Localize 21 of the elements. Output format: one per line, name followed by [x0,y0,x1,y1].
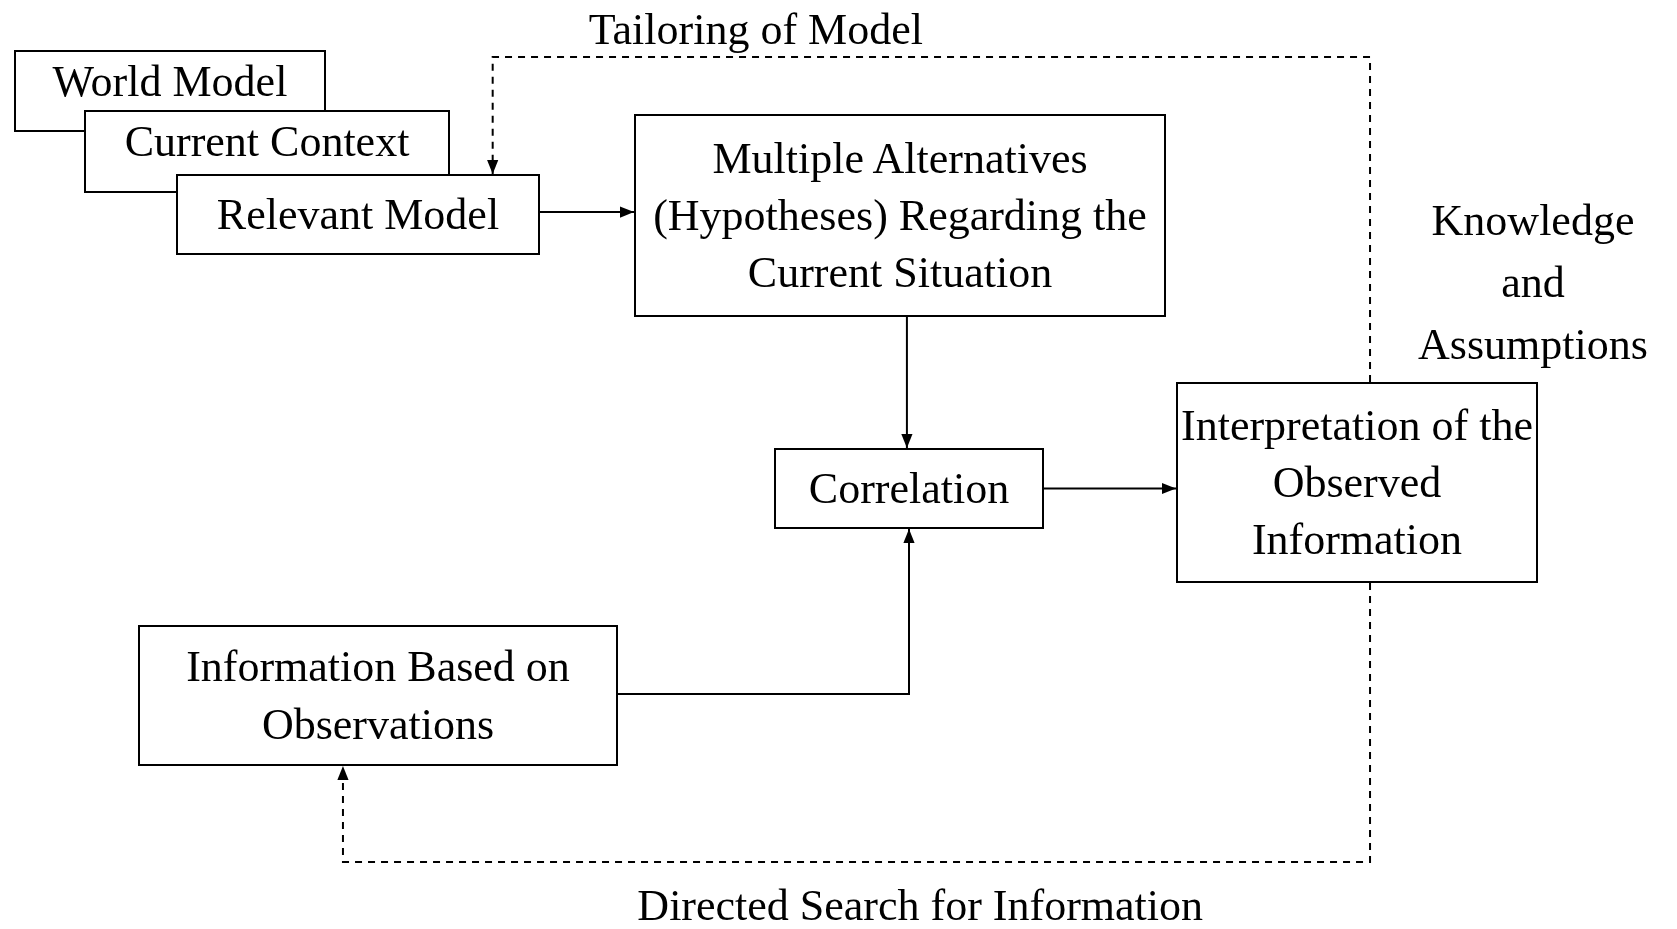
arrow [617,528,915,696]
box-text: World Model [52,58,288,107]
dashed-arrow [487,56,1372,383]
box-text: Current Context [124,118,410,167]
box-text: Interpretation of the Observed Information [1180,399,1534,567]
process-box [84,110,450,174]
process-box [176,174,540,255]
annotation-text: Knowledge and Assumptions [1417,195,1649,371]
process-box [1176,382,1538,583]
dashed-arrow [337,582,1372,863]
box-text: Relevant Model [216,188,500,241]
box-text: Information Based on Observations [185,641,571,751]
arrow [1043,482,1177,495]
process-box [634,114,1166,317]
box-text: Multiple Alternatives (Hypotheses) Regarding the Current Situation [652,132,1148,300]
process-box [14,50,326,110]
arrow [901,316,913,449]
process-box [138,625,618,766]
process-box [774,448,1044,529]
arrow [539,206,635,218]
box-text: Correlation [808,462,1010,515]
